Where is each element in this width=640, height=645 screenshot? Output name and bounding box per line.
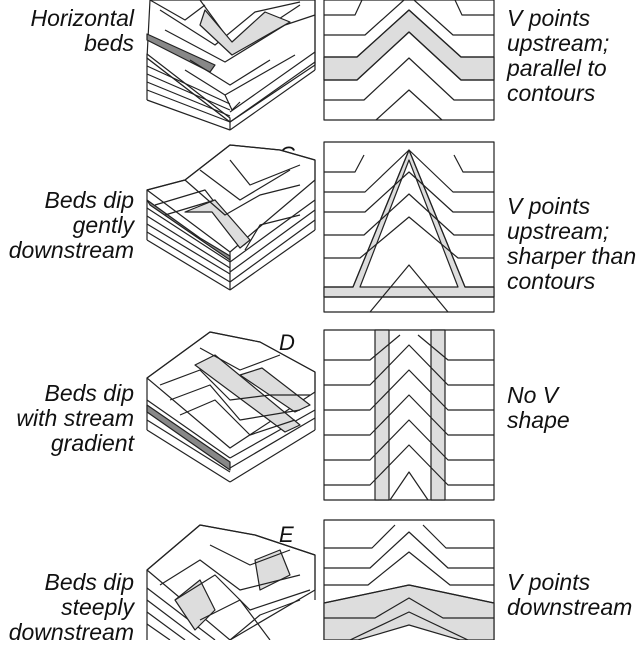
- block-diagram-horizontal: [146, 0, 316, 131]
- map-e: [323, 519, 495, 640]
- panel-d-letter: D: [279, 330, 295, 355]
- map-c: [323, 141, 495, 313]
- panel-d-left-label: Beds dip with stream gradient: [16, 380, 134, 456]
- panel-e-left-label: Beds dip steeply downstream: [8, 569, 134, 645]
- block-diagram-d: [146, 331, 316, 483]
- panel-a-right-label: V points upstream; parallel to contours: [507, 5, 610, 106]
- panel-d-right-label: No V shape: [507, 382, 570, 433]
- panel-e-letter: E: [279, 522, 294, 547]
- block-diagram-e: [146, 524, 316, 640]
- map-horizontal: [323, 0, 495, 121]
- map-d: [323, 329, 495, 501]
- panel-a-left-label: Horizontal beds: [30, 5, 134, 56]
- block-diagram-c: [146, 144, 316, 291]
- panel-e-right-label: V points downstream: [507, 569, 633, 620]
- panel-c-right-label: V points upstream; sharper than contours: [507, 193, 637, 294]
- panel-c-left-label: Beds dip gently downstream: [8, 187, 134, 263]
